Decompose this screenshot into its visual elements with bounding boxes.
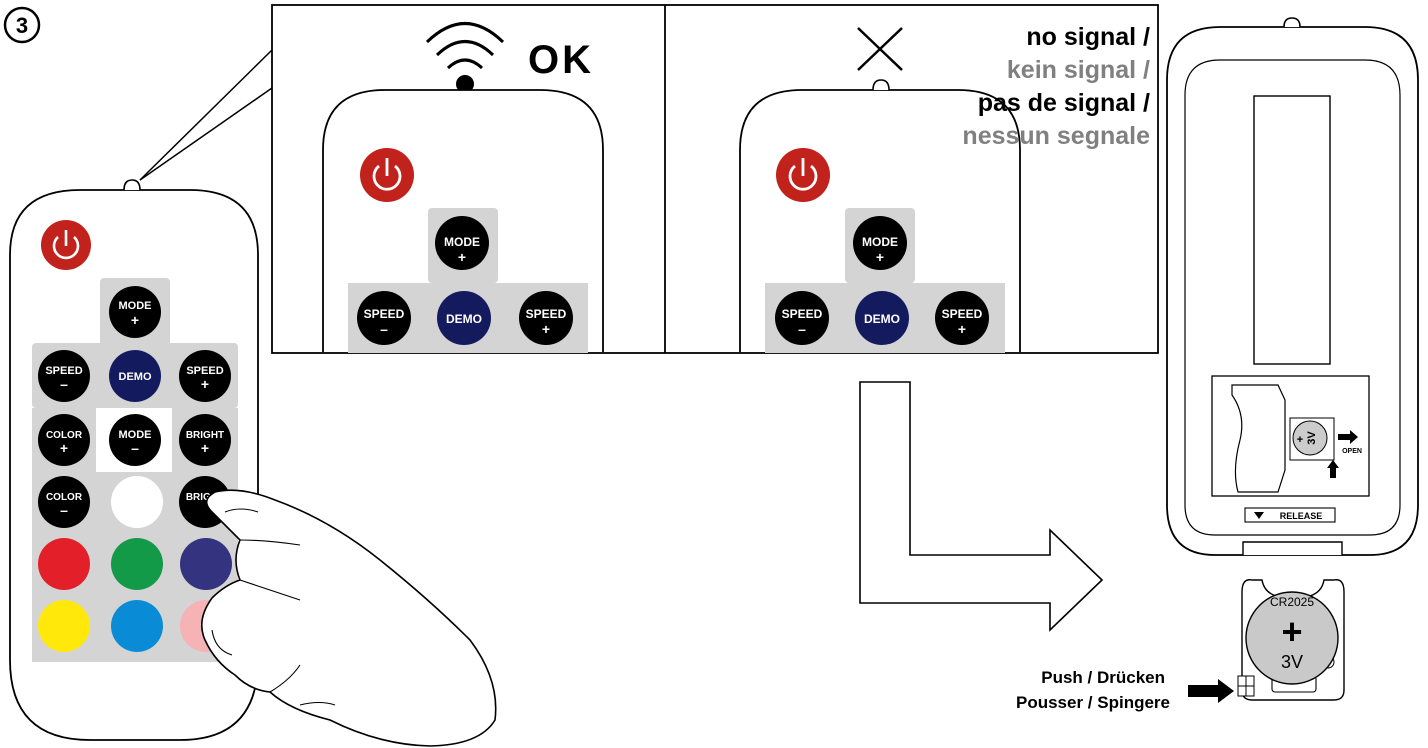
color-plus-sign: + (60, 440, 68, 456)
nosignal-line-1: no signal / (1026, 23, 1150, 51)
color-minus-label: COLOR (46, 492, 83, 503)
ns-mode-label: MODE (862, 235, 898, 249)
ok-speed-minus-label: SPEED (364, 307, 405, 321)
mode-plus-button[interactable]: MODE + (109, 286, 161, 338)
mode-plus-label: MODE (119, 300, 152, 312)
ok-demo-button[interactable]: DEMO (437, 291, 491, 345)
ok-speed-plus-sign: + (542, 321, 550, 337)
hand-illustration (200, 489, 497, 747)
bright-plus-sign: + (201, 440, 209, 456)
ok-panel: OK MODE + SPEED – DEMO SPEED + (322, 22, 604, 353)
open-label: OPEN (1342, 448, 1362, 455)
nosignal-line-4: nessun segnale (962, 122, 1150, 150)
yellow-color-button[interactable] (38, 600, 90, 652)
speed-minus-button[interactable]: SPEED – (38, 350, 90, 402)
speed-plus-label: SPEED (186, 365, 223, 377)
speed-minus-sign: – (60, 376, 68, 392)
battery-voltage: 3V (1281, 652, 1303, 672)
ns-speed-plus-sign: + (958, 321, 966, 337)
tray-voltage: 3V (1306, 431, 1318, 445)
ok-status: OK (528, 38, 594, 82)
release-label: RELEASE (1280, 511, 1323, 521)
ns-power-button[interactable] (776, 148, 830, 202)
wifi-icon (425, 22, 505, 93)
color-plus-button[interactable]: COLOR + (38, 414, 90, 466)
battery-model: CR2025 (1270, 595, 1314, 609)
mode-minus-label: MODE (119, 429, 152, 441)
green-color-button[interactable] (111, 538, 163, 590)
nosignal-line-3: pas de signal / (978, 89, 1150, 117)
flow-arrow-icon (859, 381, 1104, 632)
tray-plus: + (1297, 434, 1303, 446)
ns-speed-minus-sign: – (798, 321, 806, 337)
bright-plus-button[interactable]: BRIGHT + (179, 414, 231, 466)
blue-color-button[interactable] (111, 600, 163, 652)
speed-plus-button[interactable]: SPEED + (179, 350, 231, 402)
callout-lines (139, 49, 273, 181)
speed-plus-sign: + (201, 376, 209, 392)
ns-demo-button[interactable]: DEMO (855, 291, 909, 345)
bright-minus-label: BRIGHT (186, 492, 224, 503)
color-plus-label: COLOR (46, 430, 83, 441)
color-minus-sign: – (60, 502, 68, 518)
ok-speed-plus-label: SPEED (526, 307, 567, 321)
ns-speed-minus-label: SPEED (782, 307, 823, 321)
demo-label: DEMO (119, 371, 152, 383)
step-number: 3 (16, 13, 28, 38)
bright-plus-label: BRIGHT (186, 430, 224, 441)
ok-power-button[interactable] (360, 148, 414, 202)
remote-back-view: 3V + OPEN RELEASE (1166, 17, 1419, 556)
ok-speed-minus-sign: – (380, 321, 388, 337)
ns-demo-label: DEMO (864, 312, 900, 326)
demo-button[interactable]: DEMO (109, 350, 161, 402)
coin-battery: CR2025 + 3V (1245, 591, 1339, 685)
ns-mode-sign: + (876, 249, 884, 265)
ok-mode-plus-button[interactable]: MODE + (435, 216, 489, 270)
ns-speed-plus-button[interactable]: SPEED + (935, 291, 989, 345)
mode-minus-sign: – (131, 440, 139, 456)
mode-plus-sign: + (131, 312, 139, 328)
red-color-button[interactable] (38, 538, 90, 590)
purple-color-button[interactable] (180, 538, 232, 590)
battery-tray: 3V + OPEN (1231, 384, 1362, 493)
ok-speed-plus-button[interactable]: SPEED + (519, 291, 573, 345)
step-marker: 3 (3, 6, 41, 44)
speed-minus-label: SPEED (45, 365, 82, 377)
color-minus-button[interactable]: COLOR – (38, 476, 90, 528)
ok-speed-minus-button[interactable]: SPEED – (357, 291, 411, 345)
power-button[interactable] (41, 220, 91, 270)
release-tab[interactable]: RELEASE (1244, 507, 1336, 523)
battery-drawer: CR2025 + 3V (1237, 579, 1345, 701)
ok-mode-sign: + (458, 249, 466, 265)
push-line-1: Push / Drücken (1041, 668, 1165, 687)
nosignal-line-2: kein signal / (1007, 56, 1150, 84)
push-arrow-icon (1188, 679, 1234, 703)
push-line-2: Pousser / Spingere (1016, 693, 1170, 712)
ns-speed-minus-button[interactable]: SPEED – (775, 291, 829, 345)
ok-demo-label: DEMO (446, 312, 482, 326)
ok-mode-label: MODE (444, 235, 480, 249)
cross-icon (857, 27, 903, 71)
battery-plus: + (1281, 611, 1302, 652)
ns-mode-plus-button[interactable]: MODE + (853, 216, 907, 270)
nosignal-panel: MODE + SPEED – DEMO SPEED + no signal / … (739, 23, 1150, 353)
white-color-button[interactable] (111, 476, 163, 528)
ns-speed-plus-label: SPEED (942, 307, 983, 321)
remote-control: MODE + SPEED – DEMO SPEED + COLOR + (9, 179, 497, 747)
zoom-panel-frame (271, 4, 1159, 354)
mode-minus-button[interactable]: MODE – (109, 414, 161, 466)
